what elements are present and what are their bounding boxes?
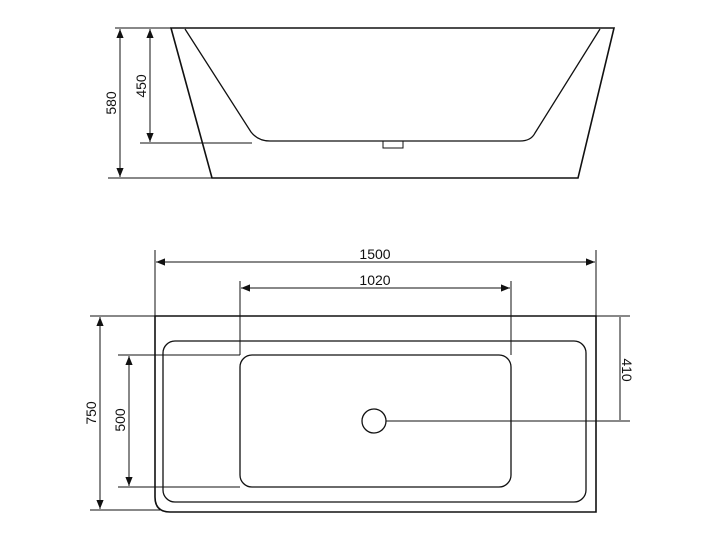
dimension-label-total-height: 580 (103, 91, 119, 115)
dimension-label-inner-depth: 450 (133, 74, 149, 98)
dimension-label-inner-width: 500 (112, 408, 128, 432)
top-view: 1500 1020 750 500 410 (83, 246, 635, 513)
side-view-drain (382, 140, 404, 149)
top-view-outer-rim (154, 315, 597, 513)
side-view: 580 450 (103, 27, 616, 179)
dimension-label-outer-width: 750 (83, 401, 99, 425)
dimension-label-inner-length: 1020 (359, 272, 390, 288)
side-view-outer-profile (169, 27, 616, 179)
dimension-label-outer-length: 1500 (359, 246, 390, 262)
dimension-label-drain-offset: 410 (619, 358, 635, 382)
